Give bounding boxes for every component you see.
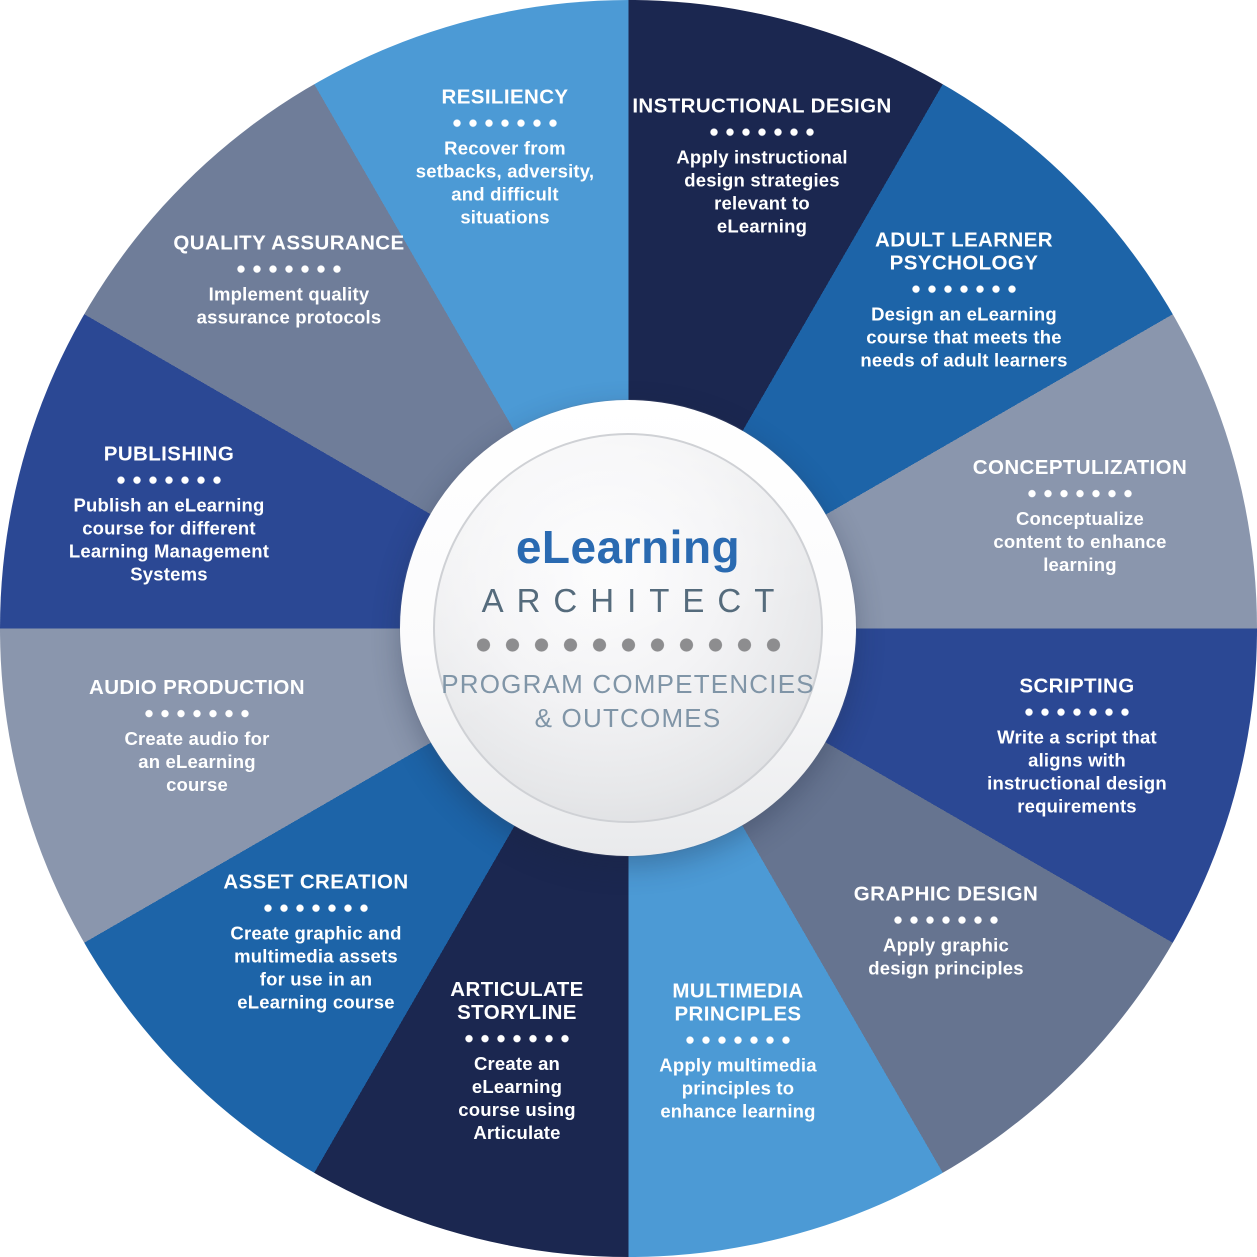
- segment-title: MULTIMEDIA PRINCIPLES: [672, 979, 804, 1026]
- segment-description: Publish an eLearning course for differen…: [68, 494, 270, 585]
- segment-conceptulization: CONCEPTULIZATION Conceptualize content t…: [955, 456, 1205, 577]
- dots-separator: [908, 284, 1020, 294]
- segment-title: INSTRUCTIONAL DESIGN: [632, 94, 892, 118]
- segment-resiliency: RESILIENCY Recover from setbacks, advers…: [390, 85, 620, 230]
- segment-audio-production: AUDIO PRODUCTION Create audio for an eLe…: [77, 676, 317, 797]
- segment-description: Recover from setbacks, adversity, and di…: [415, 137, 595, 228]
- center-badge: eLearning ARCHITECT PROGRAM COMPETENCIES…: [400, 400, 856, 856]
- dots-separator: [233, 264, 345, 274]
- segment-multimedia-principles: MULTIMEDIA PRINCIPLES Apply multimedia p…: [618, 979, 858, 1124]
- segment-quality-assurance: QUALITY ASSURANCE Implement quality assu…: [154, 231, 424, 330]
- segment-title: CONCEPTULIZATION: [972, 456, 1188, 480]
- segment-title: QUALITY ASSURANCE: [173, 231, 405, 255]
- dots-separator: [449, 118, 561, 128]
- segment-instructional-design: INSTRUCTIONAL DESIGN Apply instructional…: [632, 94, 892, 239]
- segment-title: AUDIO PRODUCTION: [89, 676, 305, 700]
- dots-separator: [468, 638, 788, 653]
- dots-separator: [260, 903, 372, 913]
- segment-articulate-storyline: ARTICULATE STORYLINE Create an eLearning…: [412, 978, 622, 1145]
- badge-inner-circle: [433, 433, 823, 823]
- segment-description: Implement quality assurance protocols: [196, 283, 382, 328]
- dots-separator: [706, 127, 818, 137]
- dots-separator: [141, 709, 253, 719]
- segment-scripting: SCRIPTING Write a script that aligns wit…: [947, 674, 1207, 819]
- segment-asset-creation: ASSET CREATION Create graphic and multim…: [186, 870, 446, 1015]
- dots-separator: [461, 1034, 573, 1044]
- dots-separator: [113, 475, 225, 485]
- program-tagline: PROGRAM COMPETENCIES & OUTCOMES: [441, 669, 815, 733]
- segment-publishing: PUBLISHING Publish an eLearning course f…: [29, 442, 309, 587]
- segment-description: Apply graphic design principles: [868, 934, 1024, 979]
- segment-title: GRAPHIC DESIGN: [853, 882, 1039, 906]
- segment-title: SCRIPTING: [1019, 674, 1135, 698]
- program-title: eLearning: [515, 521, 741, 574]
- segment-description: Apply multimedia principles to enhance l…: [659, 1054, 817, 1122]
- segment-title: PUBLISHING: [103, 442, 235, 466]
- segment-title: ADULT LEARNER PSYCHOLOGY: [875, 228, 1053, 275]
- segment-description: Write a script that aligns with instruct…: [987, 726, 1167, 817]
- segment-description: Create an eLearning course using Articul…: [458, 1053, 576, 1143]
- program-subtitle: ARCHITECT: [481, 582, 788, 620]
- dots-separator: [890, 915, 1002, 925]
- dots-separator: [1024, 489, 1136, 499]
- segment-description: Create audio for an eLearning course: [124, 728, 270, 795]
- segment-description: Design an eLearning course that meets th…: [860, 303, 1068, 371]
- segment-graphic-design: GRAPHIC DESIGN Apply graphic design prin…: [826, 882, 1066, 981]
- dots-separator: [682, 1035, 794, 1045]
- segment-title: ASSET CREATION: [223, 870, 409, 894]
- segment-description: Create graphic and multimedia assets for…: [230, 922, 402, 1013]
- segment-title: RESILIENCY: [441, 85, 569, 109]
- dots-separator: [1021, 707, 1133, 717]
- segment-adult-learner-psychology: ADULT LEARNER PSYCHOLOGY Design an eLear…: [824, 228, 1104, 373]
- badge-text-block: eLearning ARCHITECT PROGRAM COMPETENCIES…: [400, 400, 856, 856]
- segment-description: Conceptualize content to enhance learnin…: [993, 508, 1167, 575]
- segment-title: ARTICULATE STORYLINE: [450, 978, 584, 1025]
- segment-description: Apply instructional design strategies re…: [676, 146, 848, 237]
